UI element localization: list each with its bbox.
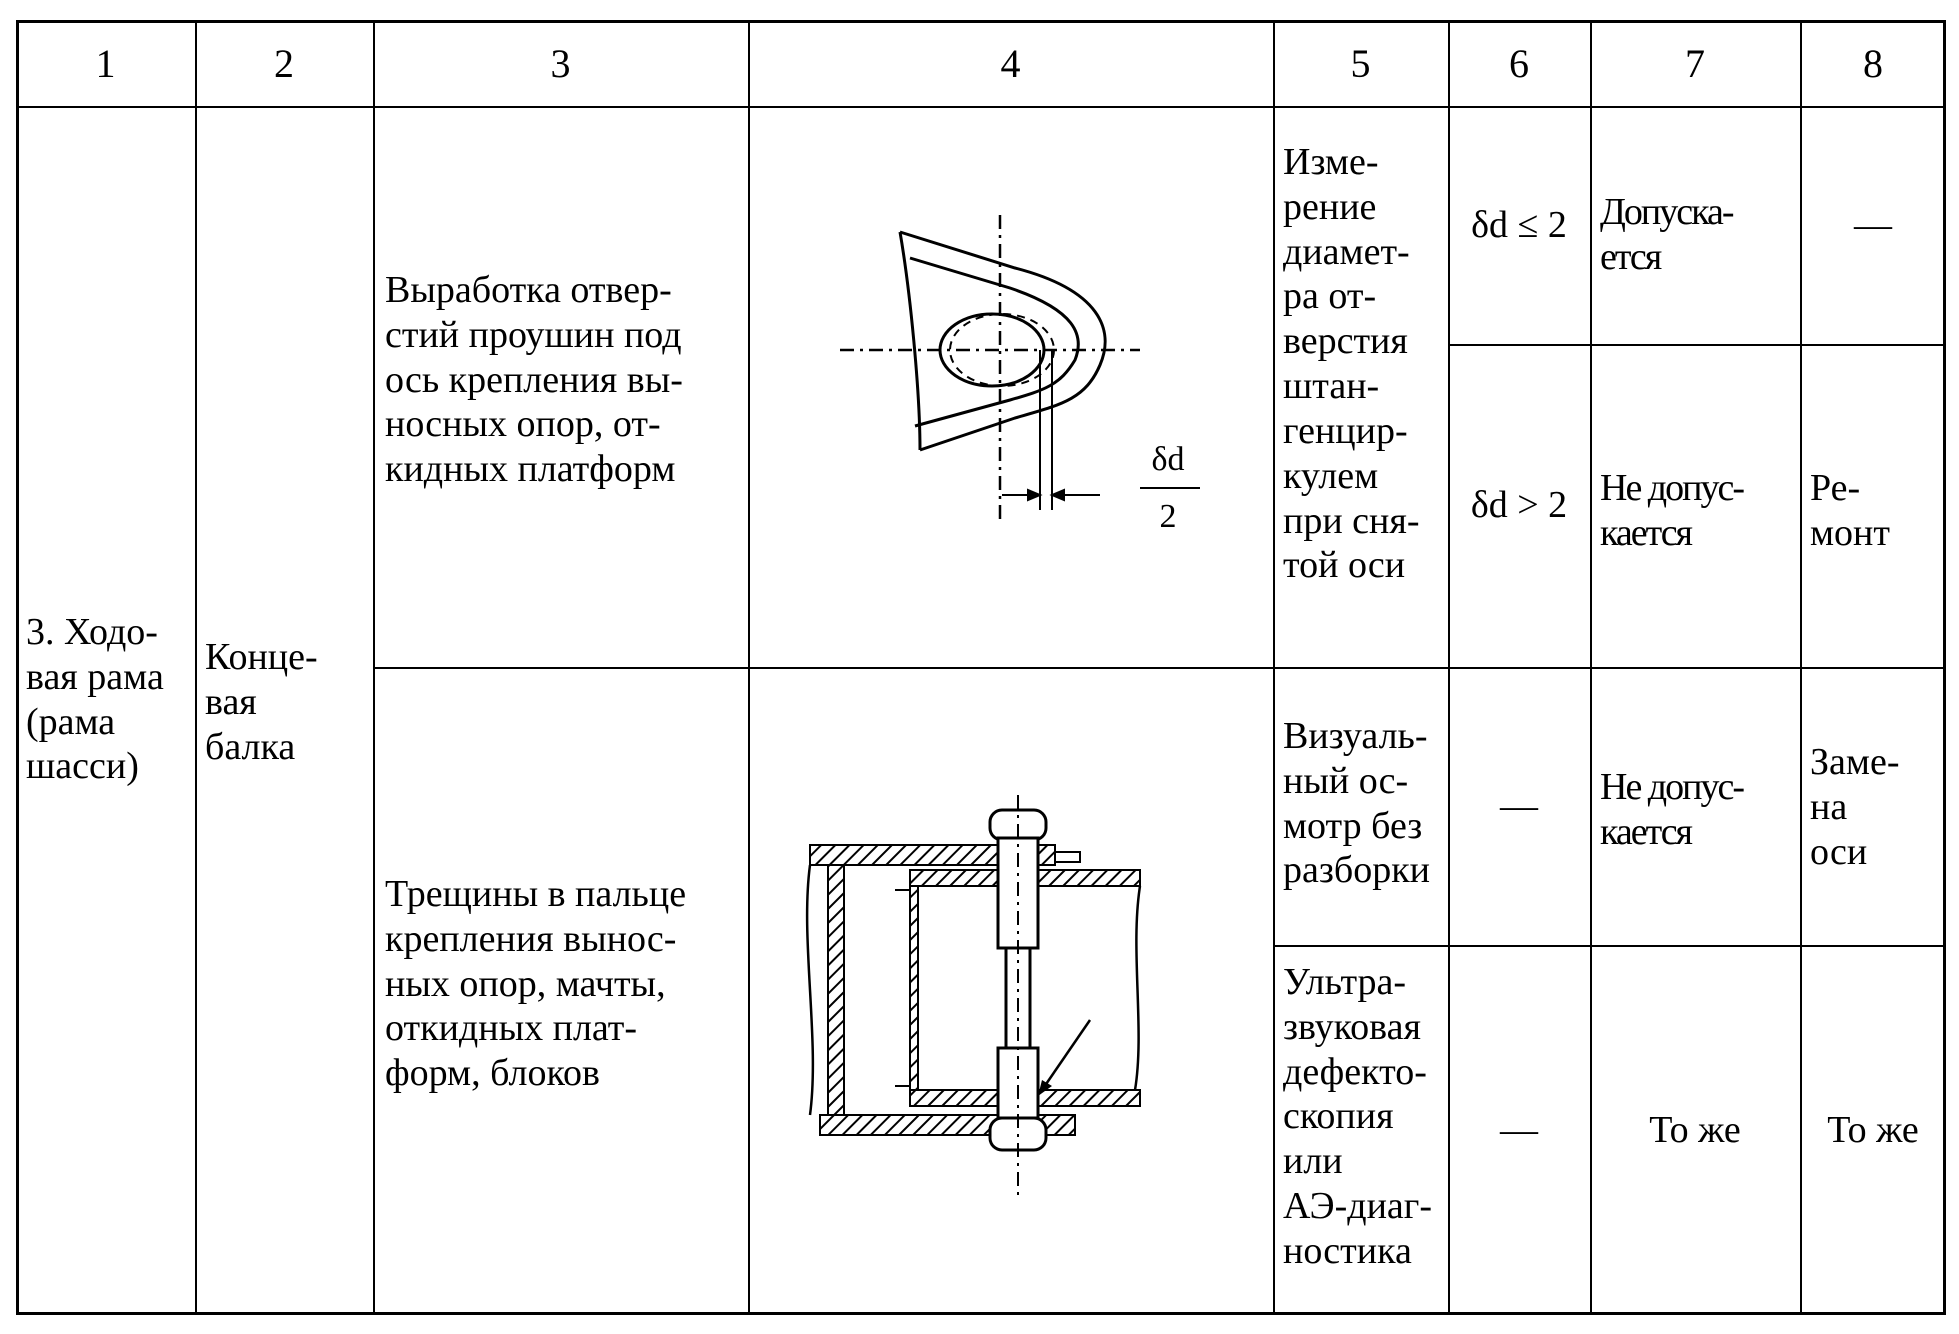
element-name: 3. Ходо- вая рама (рама шасси) <box>26 611 164 788</box>
part-name: Конце- вая балка <box>205 636 318 768</box>
dimension-label-numerator: δd <box>1151 441 1185 478</box>
action-2a: Заме- на оси <box>1810 741 1900 873</box>
verdict-1b: Не допус- кается <box>1600 467 1745 554</box>
action-2b: То же <box>1827 1108 1919 1151</box>
inspection-method-2b: Ультра- звуковая дефекто- скопия или АЭ-… <box>1283 961 1433 1272</box>
criterion-1b: δd > 2 <box>1470 484 1568 527</box>
col-divider-7 <box>1800 20 1802 1315</box>
col-divider-2 <box>373 20 375 1315</box>
header-col-6: 6 <box>1509 40 1529 86</box>
header-col-5: 5 <box>1350 40 1371 86</box>
action-1b: Ре- монт <box>1810 467 1890 554</box>
header-col-3: 3 <box>550 40 571 86</box>
subrow-divider-2 <box>1273 945 1946 947</box>
action-1a: — <box>1854 203 1892 246</box>
col-divider-3 <box>748 20 750 1315</box>
inspection-method-2a: Визуаль- ный ос- мотр без разборки <box>1283 715 1431 892</box>
header-col-8: 8 <box>1863 40 1883 86</box>
col-divider-1 <box>195 20 197 1315</box>
header-col-7: 7 <box>1685 40 1705 86</box>
defect-description-2: Трещины в пальце крепления вынос- ных оп… <box>385 873 687 1095</box>
col-divider-5 <box>1448 20 1450 1315</box>
criterion-2a: — <box>1500 784 1538 827</box>
header-col-4: 4 <box>1000 40 1021 86</box>
dimension-label-denominator: 2 <box>1159 498 1177 535</box>
header-divider <box>16 106 1946 108</box>
defect-description-1: Выработка отвер- стий проушин под ось кр… <box>385 269 683 491</box>
verdict-1a: Допуска- ется <box>1600 191 1735 278</box>
verdict-2b: То же <box>1649 1108 1741 1151</box>
pin-crack-figure <box>805 795 1142 1200</box>
header-col-2: 2 <box>274 40 294 86</box>
criterion-2b: — <box>1500 1108 1538 1151</box>
header-col-1: 1 <box>95 40 116 86</box>
criterion-1a: δd ≤ 2 <box>1471 203 1567 246</box>
lug-hole-wear-figure <box>840 215 1200 520</box>
col-divider-6 <box>1590 20 1592 1315</box>
verdict-2a: Не допус- кается <box>1600 766 1745 853</box>
subrow-divider-1 <box>1448 344 1946 346</box>
row-divider <box>373 667 1946 669</box>
col-divider-4 <box>1273 20 1275 1315</box>
inspection-method-1: Изме- рение диамет- ра от- верстия штан-… <box>1283 141 1420 587</box>
